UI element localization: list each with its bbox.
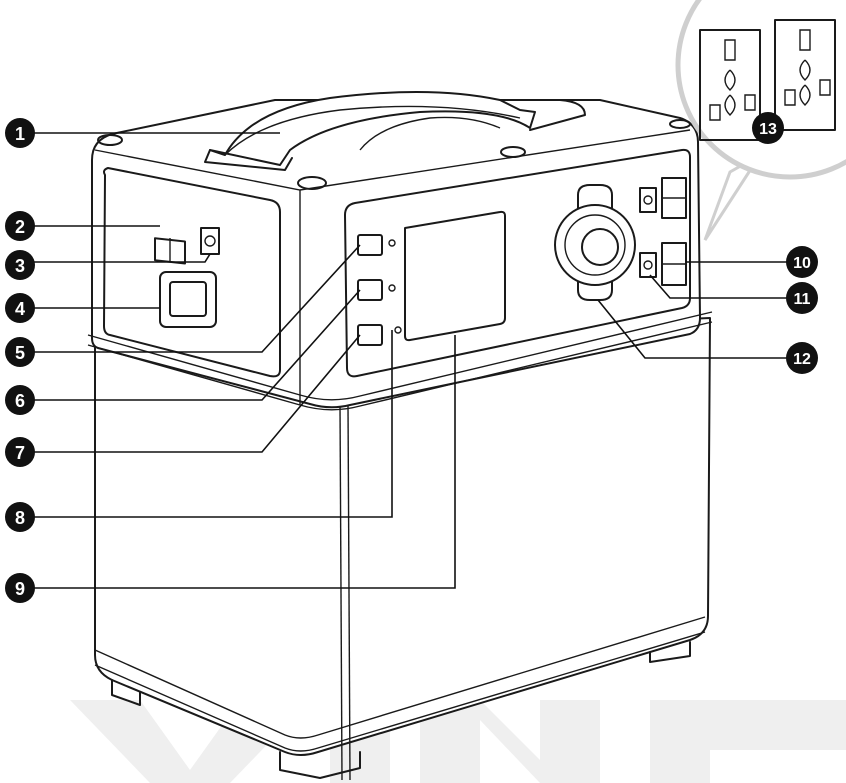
callout-6-number: 6	[15, 391, 25, 411]
ac-outlets-zoom	[675, 0, 846, 241]
callout-4-number: 4	[15, 299, 25, 319]
callout-9-number: 9	[15, 579, 25, 599]
callout-5-badge	[5, 337, 35, 367]
callout-6-badge	[5, 385, 35, 415]
usb-ports	[661, 177, 687, 286]
callout-7-number: 7	[15, 443, 25, 463]
callout-2-number: 2	[15, 217, 25, 237]
callout-12: 12	[786, 342, 818, 374]
callout-13-number: 13	[759, 121, 777, 138]
handle	[97, 90, 691, 190]
callout-10-number: 10	[793, 255, 811, 272]
callout-3-badge	[5, 250, 35, 280]
callout-9-badge	[5, 573, 35, 603]
callout-7-badge	[5, 437, 35, 467]
callout-3-number: 3	[15, 256, 25, 276]
callout-8-badge	[5, 502, 35, 532]
callout-12-number: 12	[793, 351, 811, 368]
callout-13: 13	[752, 112, 784, 144]
callout-1-number: 1	[15, 124, 25, 144]
callout-6: 6	[5, 385, 35, 415]
dc-output-ports	[639, 187, 657, 278]
button-1	[357, 234, 396, 256]
button-2	[357, 279, 396, 301]
watermark-letters	[70, 700, 846, 783]
lcd-screen	[404, 210, 506, 342]
leader-lines	[33, 132, 790, 589]
callout-1-badge	[5, 118, 35, 148]
callout-12-badge	[786, 342, 818, 374]
callout-1: 1	[5, 118, 35, 148]
callout-4: 4	[5, 293, 35, 323]
callout-11-badge	[786, 282, 818, 314]
callout-10-badge	[786, 246, 818, 278]
car-socket	[554, 184, 636, 301]
callout-5: 5	[5, 337, 35, 367]
callout-2-badge	[5, 211, 35, 241]
callout-9: 9	[5, 573, 35, 603]
callout-4-badge	[5, 293, 35, 323]
callout-11-number: 11	[794, 291, 811, 308]
upper-housing	[87, 99, 713, 411]
lower-body	[94, 317, 711, 781]
callout-13-badge	[752, 112, 784, 144]
callout-2: 2	[5, 211, 35, 241]
callout-5-number: 5	[15, 343, 25, 363]
callout-8-number: 8	[15, 508, 25, 528]
button-3	[357, 324, 402, 346]
callout-8: 8	[5, 502, 35, 532]
callout-11: 11	[786, 282, 818, 314]
callout-10: 10	[786, 246, 818, 278]
ac-input-switch	[159, 271, 217, 328]
callout-7: 7	[5, 437, 35, 467]
callout-3: 3	[5, 250, 35, 280]
